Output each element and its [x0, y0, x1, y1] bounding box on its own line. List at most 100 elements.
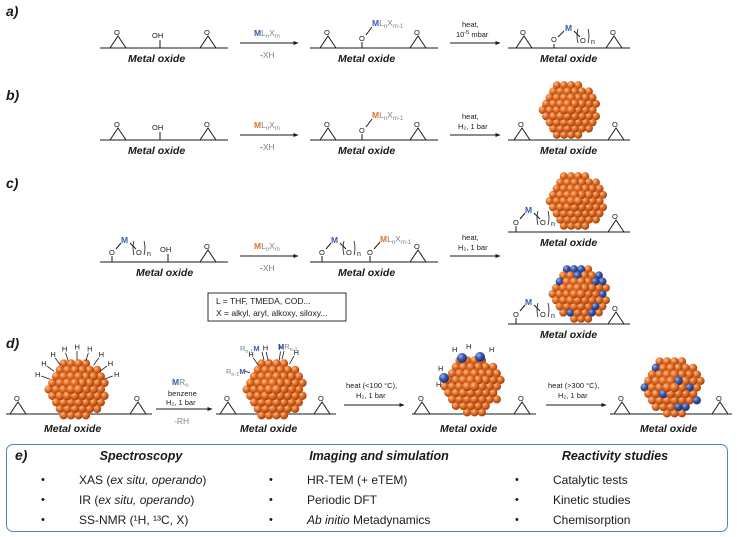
metal-atom-orange: [688, 376, 698, 386]
metal-atom-orange: [552, 184, 561, 193]
technique-text: Periodic DFT: [307, 493, 378, 507]
surface-c1: O M O n OH O Metal oxide: [100, 235, 228, 279]
technique-text: Ab initio Metadynamics: [307, 513, 431, 527]
metal-atom-orange: [651, 376, 661, 386]
metal-atom-orange: [473, 362, 483, 372]
hydride-bond: [252, 357, 259, 366]
metal-atom-orange: [574, 172, 583, 181]
surface-metal-site: [439, 373, 449, 383]
hydride-bond: [85, 352, 89, 362]
metal-atom-orange: [48, 391, 57, 401]
metal-atom-orange: [692, 383, 702, 392]
metal-atom-orange: [570, 314, 578, 323]
hydride-bond: [289, 355, 295, 365]
metal-atom-orange: [81, 359, 91, 368]
metal-atom-orange: [477, 408, 487, 417]
support-label: Metal oxide: [440, 423, 497, 435]
metal-atom-orange: [552, 296, 561, 305]
surface-c2: O M O n O MLnXm-1 O Metal oxide: [310, 234, 438, 279]
panel-b-label: b): [6, 87, 20, 103]
svg-text:-XH: -XH: [260, 142, 275, 152]
hydride: H: [248, 350, 253, 359]
svg-text:H₂, 1 bar: H₂, 1 bar: [458, 122, 488, 131]
svg-text:-XH: -XH: [260, 263, 275, 273]
ligand-legend-box: L = THF, TMEDA, COD... X = alkyl, aryl, …: [207, 292, 347, 322]
metal-atom-orange: [559, 184, 568, 193]
metal-atom-orange: [563, 124, 572, 133]
metal-atom-orange: [602, 296, 610, 305]
metal-atom-orange: [462, 381, 472, 392]
metal-atom-orange: [555, 302, 564, 311]
surface-c3-top: O M O n O Metal oxide: [508, 172, 630, 249]
metal-atom-orange: [552, 130, 561, 139]
surface-b1: O O OH Metal oxide: [100, 120, 228, 157]
oxygen-atom: O: [612, 120, 618, 129]
technique-item: •Catalytic tests: [515, 470, 715, 490]
svg-text:MRn-1: MRn-1: [278, 342, 298, 353]
metal-atom-orange: [488, 375, 498, 385]
technique-item: •Ab initio Metadynamics: [269, 510, 489, 530]
metal-atom-orange: [563, 215, 572, 224]
technique-item: •SS-NMR (¹H, ¹³C, X): [41, 510, 241, 530]
support-label: Metal oxide: [240, 423, 297, 435]
metal-atom-orange: [85, 404, 94, 414]
metal-atom-orange: [275, 404, 285, 414]
technique-text: XAS (ex situ, operando): [79, 473, 207, 487]
arrow-c1: MLnXm -XH: [240, 241, 299, 273]
hydride: H: [108, 359, 113, 368]
arrow-b2: heat, H₂, 1 bar: [450, 112, 501, 137]
metal-atom-orange: [488, 388, 498, 398]
metal-atom-orange: [552, 283, 561, 292]
metal-atom-orange: [279, 411, 289, 420]
metal-atom-orange: [566, 271, 575, 280]
metal-atom-orange: [287, 397, 296, 407]
metal-atom-blue: [685, 383, 694, 392]
metal-atom-orange: [96, 385, 106, 394]
metal-atom-orange: [584, 265, 593, 274]
metal-atom-orange: [552, 118, 561, 127]
metal-atom-orange: [481, 362, 490, 372]
metal-atom-orange: [556, 190, 565, 199]
hydride: H: [438, 364, 443, 373]
svg-text:MLnXm-1: MLnXm-1: [372, 110, 404, 122]
legend-ligands: L = THF, TMEDA, COD...: [216, 296, 311, 306]
metal-atom-blue: [591, 277, 600, 286]
metal-atom-orange: [74, 359, 83, 368]
metal-atom-orange: [556, 215, 565, 224]
svg-text:H₂, 1 bar: H₂, 1 bar: [166, 398, 196, 407]
metal-atom-orange: [51, 398, 61, 407]
hydride: H: [87, 344, 92, 353]
metal-atom-orange: [81, 411, 91, 420]
metal-atom-orange: [588, 93, 597, 102]
metal-atom-orange: [466, 362, 476, 372]
oxygen-atom: O: [318, 394, 324, 403]
metal-atom-orange: [594, 296, 604, 305]
metal-atom-orange: [451, 401, 461, 410]
metal-atom-blue: [566, 308, 575, 317]
metal-atom-orange: [545, 105, 554, 115]
support-label: Metal oxide: [136, 267, 193, 279]
metal-atom-orange: [559, 271, 568, 280]
metal-atom-orange: [455, 394, 464, 404]
metal-atom-orange: [647, 370, 657, 379]
column-title: Reactivity studies: [561, 449, 669, 463]
metal-atom-orange: [655, 357, 664, 366]
metal-atom-orange: [470, 408, 479, 417]
hydride: H: [436, 380, 441, 389]
metal-atom-orange: [268, 404, 278, 414]
metal-atom-orange: [264, 411, 274, 420]
svg-text:-XH: -XH: [260, 50, 275, 60]
repeat-n: n: [551, 221, 555, 228]
arrow-d1: MRn benzene H₂, 1 bar -RH: [156, 377, 213, 426]
metal-atom-blue: [591, 302, 600, 311]
metal-atom-orange: [257, 397, 266, 407]
hydroxyl-group: OH: [160, 245, 171, 254]
metal-atom-orange: [581, 172, 590, 181]
column-title: Imaging and simulation: [309, 449, 449, 463]
bullet-icon: •: [41, 514, 45, 526]
metal-atom-blue: [681, 402, 690, 412]
metal-atom-orange: [51, 372, 61, 381]
metal-atom-orange: [576, 289, 586, 299]
panel-d-label: d): [6, 335, 20, 351]
